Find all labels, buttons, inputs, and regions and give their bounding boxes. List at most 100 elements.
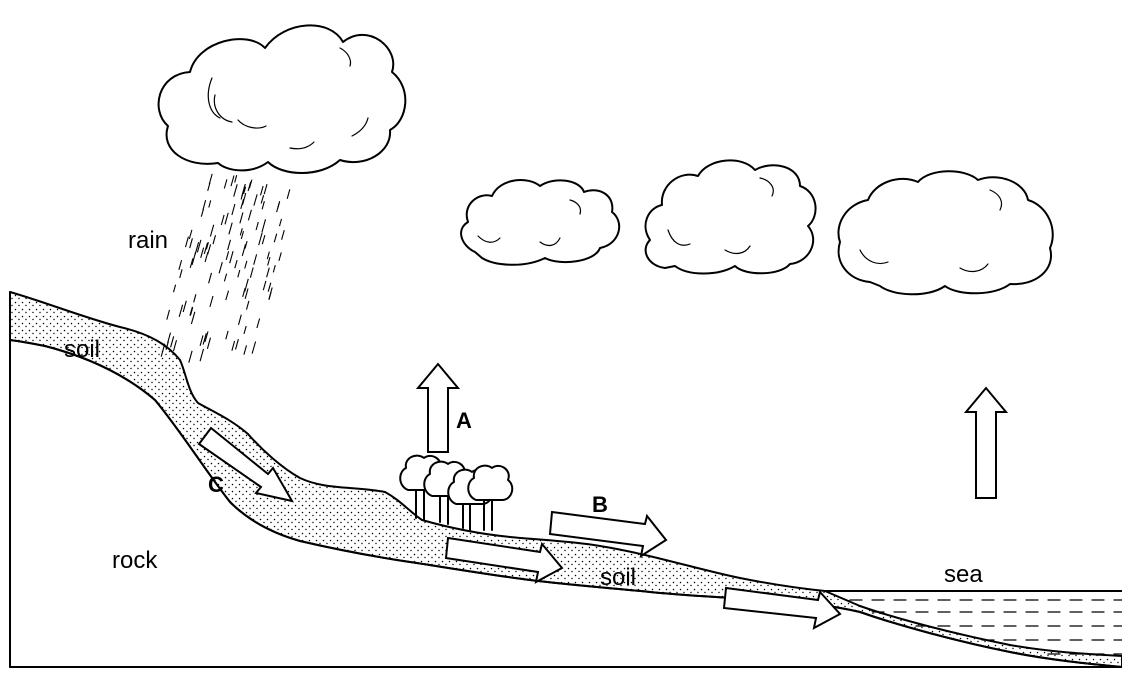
- rain-drop: [165, 341, 169, 350]
- rain-drop: [233, 184, 238, 197]
- rain-drop: [241, 244, 247, 257]
- rain-drop: [262, 280, 267, 291]
- rain-drop: [231, 340, 236, 351]
- rain-label: rain: [128, 227, 168, 254]
- rain-drop: [184, 236, 189, 248]
- rain-drop: [258, 232, 263, 246]
- rain-drop: [243, 325, 247, 335]
- rain-drop: [172, 284, 177, 293]
- rain-drop: [160, 343, 166, 357]
- rain-drop: [194, 242, 200, 255]
- rain-drop: [225, 251, 230, 261]
- rain-drop: [223, 273, 228, 282]
- rain-drop: [230, 175, 235, 187]
- rain-drop: [244, 288, 249, 299]
- arrow-b-icon: [548, 510, 668, 559]
- rain-drop: [256, 318, 261, 329]
- rain-drop: [245, 300, 250, 310]
- arrow-b-label: B: [592, 492, 608, 517]
- rain-drop: [239, 228, 243, 236]
- rain-drop: [203, 242, 209, 255]
- rain-drop: [188, 350, 193, 363]
- rain-drop: [266, 251, 270, 260]
- rain-drop: [229, 251, 234, 264]
- rain-drop: [191, 252, 197, 266]
- rain-drop: [208, 173, 213, 185]
- rain-drop: [281, 229, 285, 240]
- rain-drop: [247, 181, 252, 192]
- rain-drop: [208, 272, 213, 284]
- rain-drop: [227, 239, 232, 251]
- cloud-icon: [644, 159, 817, 275]
- rain-drop: [208, 200, 212, 208]
- rain-drop: [199, 335, 204, 346]
- rain-drop: [243, 186, 247, 195]
- arrow-a-label: A: [456, 408, 472, 433]
- rock-label: rock: [112, 547, 158, 574]
- arrow-c-label: C: [208, 472, 224, 497]
- rain-drop: [202, 333, 207, 345]
- rain-drop: [278, 218, 283, 227]
- rain-drop: [166, 309, 171, 320]
- rain-drop: [178, 259, 183, 271]
- rain-drop: [206, 337, 212, 349]
- rain-drop: [259, 185, 264, 196]
- tree-icon: [467, 464, 514, 531]
- rain-drop: [223, 179, 228, 189]
- rain-drop: [244, 278, 249, 292]
- rain-drop: [234, 339, 239, 350]
- rain-streaks: [160, 173, 291, 363]
- rain-drop: [241, 183, 246, 197]
- rain-drop: [231, 203, 236, 216]
- rain-drop: [202, 200, 207, 211]
- rain-drop: [190, 311, 196, 325]
- rain-drop: [261, 219, 267, 233]
- rain-drop: [225, 330, 229, 340]
- soil-label-upper: soil: [64, 336, 100, 363]
- rain-drop: [200, 208, 205, 217]
- rain-drop: [273, 233, 278, 243]
- rain-drop: [188, 229, 193, 240]
- rain-drop: [244, 260, 248, 269]
- subsurface-flow-arrow-1-icon: [444, 536, 564, 584]
- rain-drop: [276, 202, 280, 213]
- rain-drop: [200, 247, 205, 259]
- rain-drop: [249, 267, 254, 278]
- rain-drop: [253, 254, 258, 265]
- rain-drop: [286, 189, 291, 199]
- rain-drop: [179, 269, 183, 279]
- rain-drop: [267, 256, 271, 266]
- subsurface-flow-arrow-2-icon: [722, 586, 842, 630]
- rain-drop: [239, 212, 244, 224]
- rain-drop: [199, 348, 205, 362]
- rain-drop: [209, 295, 214, 308]
- rain-drop: [253, 194, 258, 206]
- rain-drop: [182, 300, 187, 313]
- rain-drop: [266, 267, 270, 278]
- rain-drop: [207, 182, 211, 191]
- rain-drop: [189, 238, 193, 249]
- rain-drop: [272, 265, 276, 273]
- rain-drop: [261, 234, 266, 245]
- rain-drop: [243, 345, 248, 355]
- rain-drop: [207, 244, 212, 255]
- rain-drop: [170, 336, 175, 348]
- arrow-c-icon: [197, 426, 294, 503]
- rain-drop: [172, 340, 178, 352]
- rain-drop: [260, 195, 265, 204]
- rain-cloud-icon: [157, 24, 407, 174]
- cloud-icon: [837, 170, 1054, 296]
- rain-drop: [224, 212, 229, 225]
- rain-drop: [267, 282, 272, 292]
- rain-drop: [205, 242, 209, 250]
- rock-boundary: [9, 339, 1122, 668]
- rain-drop: [240, 230, 245, 240]
- rain-drop: [196, 239, 202, 253]
- rain-drop: [255, 221, 259, 231]
- rain-drop: [261, 201, 265, 210]
- sea-evaporation-arrow-icon: [963, 386, 1009, 499]
- trees-group: [399, 454, 514, 531]
- soil-label-lower: soil: [600, 564, 636, 591]
- rain-drop: [244, 240, 248, 249]
